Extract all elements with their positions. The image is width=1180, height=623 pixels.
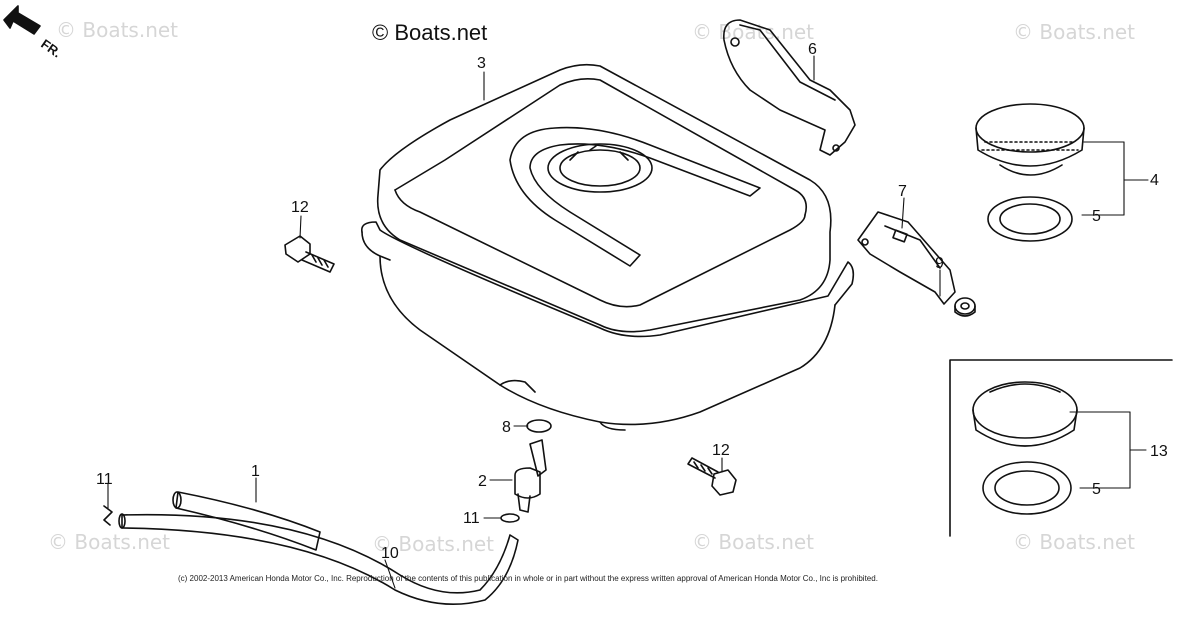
callout-4: 4	[1150, 172, 1159, 189]
callout-10: 10	[381, 545, 399, 562]
bracket	[723, 19, 856, 156]
callout-1: 1	[251, 463, 260, 480]
watermark: © Boats.net	[48, 530, 171, 554]
watermark: © Boats.net	[1013, 530, 1136, 554]
watermark: © Boats.net	[1013, 20, 1136, 44]
flange-bolt	[687, 457, 737, 496]
callout-11: 11	[463, 510, 480, 527]
fuel-cock	[514, 419, 552, 513]
fuel-cap	[975, 103, 1085, 176]
callout-9: 9	[935, 255, 944, 272]
fuel-tube	[118, 491, 519, 605]
stay-bracket	[857, 211, 956, 305]
tube-clip	[103, 505, 113, 526]
callouts: 3 6 7 9 4 5 12 1 11 10 8 2 11 12 13 5	[96, 41, 1168, 562]
flange-bolt	[284, 235, 335, 273]
callout-3: 3	[477, 55, 486, 72]
front-arrow-icon: FR.	[3, 5, 64, 60]
callout-7: 7	[898, 183, 907, 200]
callout-6: 6	[808, 41, 817, 58]
watermark: © Boats.net	[372, 532, 495, 556]
copyright-notice: (c) 2002-2013 American Honda Motor Co., …	[178, 574, 878, 583]
callout-8: 8	[502, 419, 511, 436]
fuel-tank	[360, 63, 855, 431]
watermark: © Boats.net	[692, 530, 815, 554]
front-label: FR.	[38, 36, 64, 60]
callout-12: 12	[712, 442, 730, 459]
callout-13: 13	[1150, 443, 1168, 460]
callout-5: 5	[1092, 481, 1101, 498]
inset-frame	[949, 359, 1173, 537]
callout-12: 12	[291, 199, 309, 216]
flange-nut	[954, 297, 976, 317]
fuel-cap-set	[972, 381, 1078, 447]
gasket-inset	[982, 461, 1072, 515]
leader-lines	[107, 55, 1149, 589]
boatsnet-header: © Boats.net	[372, 20, 488, 45]
callout-2: 2	[478, 473, 487, 490]
watermark: © Boats.net	[56, 18, 179, 42]
tube-clip	[500, 513, 520, 523]
gasket	[987, 196, 1073, 242]
callout-11: 11	[96, 471, 113, 488]
callout-5: 5	[1092, 208, 1101, 225]
